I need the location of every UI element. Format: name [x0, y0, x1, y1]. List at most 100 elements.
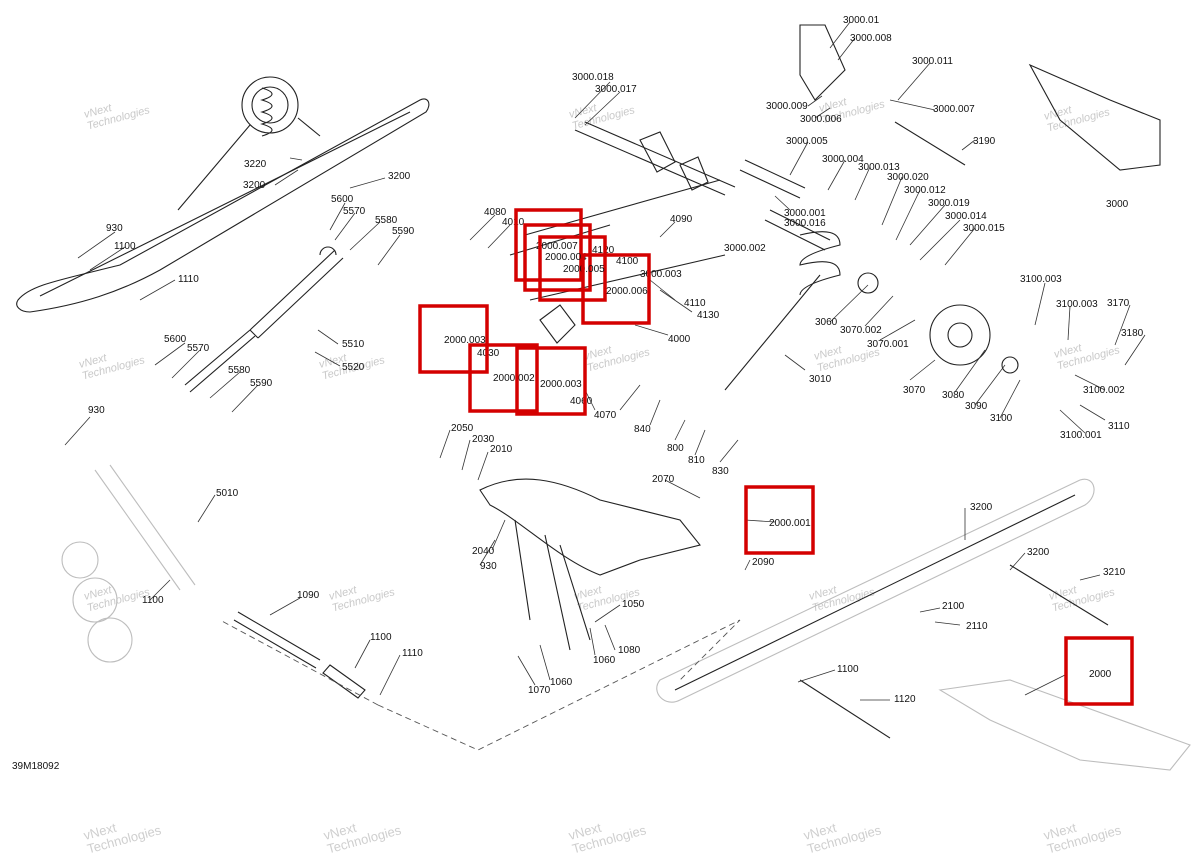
label-1050: 1050	[622, 599, 645, 610]
highlighted-hotspots: 2000.007 2000.004 2000.005 2000.006 2000…	[418, 208, 1134, 706]
central-arm-legs	[514, 519, 591, 651]
label-3000.002: 3000.002	[724, 243, 766, 254]
tube-1100	[322, 664, 366, 699]
label-840: 840	[634, 424, 651, 435]
tube-3000.002	[764, 209, 831, 251]
label-3070.001: 3070.001	[867, 339, 909, 350]
left-shock-ghost	[94, 464, 196, 591]
upper-left-spring-wheel	[241, 76, 299, 134]
label-1060-right: 1060	[593, 655, 616, 666]
lower-right-arm-ghost	[938, 679, 1191, 771]
central-arm-2000	[479, 478, 701, 576]
label-5600-upper: 5600	[331, 194, 354, 205]
label-3000: 3000	[1106, 199, 1129, 210]
label-3070.002: 3070.002	[840, 325, 882, 336]
label-3000.020: 3000.020	[887, 172, 929, 183]
center-rear-axle	[574, 121, 736, 196]
label-5580-lower: 5580	[228, 365, 251, 376]
label-5580-upper: 5580	[375, 215, 398, 226]
label-5600-lower: 5600	[164, 334, 187, 345]
assembly-outline	[219, 619, 741, 751]
label-3000.006: 3000.006	[800, 114, 842, 125]
assembly-3000	[1028, 63, 1161, 171]
bolt-3210	[1009, 564, 1109, 626]
label-3000.005: 3000.005	[786, 136, 828, 147]
label-5570-lower: 5570	[187, 343, 210, 354]
label-5570-upper: 5570	[343, 206, 366, 217]
axle-3190	[894, 121, 966, 166]
label-3090: 3090	[965, 401, 988, 412]
label-4010: 4010	[502, 217, 525, 228]
label-3000.017: 3000.017	[595, 84, 637, 95]
label-3000.001: 3000.001	[784, 208, 826, 219]
hotspot-label-2000.001: 2000.001	[769, 518, 811, 529]
label-4080: 4080	[484, 207, 507, 218]
label-3100.002: 3100.002	[1083, 385, 1125, 396]
label-5520: 5520	[342, 362, 365, 373]
drawing-number: 39M18092	[12, 761, 60, 772]
label-930-center: 930	[480, 561, 497, 572]
label-810: 810	[688, 455, 705, 466]
label-3190: 3190	[973, 136, 996, 147]
hotspot-label-2000: 2000	[1089, 669, 1112, 680]
upper-left-shock-rod	[184, 329, 256, 393]
label-3200-lower-top: 3200	[970, 502, 993, 513]
label-3000.004: 3000.004	[822, 154, 864, 165]
label-3000.018: 3000.018	[572, 72, 614, 83]
label-3080: 3080	[942, 390, 965, 401]
hotspot-label-2000.002: 2000.002	[493, 373, 535, 384]
label-1070: 1070	[528, 685, 551, 696]
label-4060: 4060	[570, 396, 593, 407]
label-3000.009: 3000.009	[766, 101, 808, 112]
label-3000.019: 3000.019	[928, 198, 970, 209]
label-2110: 2110	[966, 621, 988, 632]
hotspot-2000.003-right[interactable]: 2000.003	[515, 346, 587, 416]
lower-right-rail	[656, 478, 1095, 703]
label-3100.003-bottom: 3100.003	[1056, 299, 1098, 310]
label-2090: 2090	[752, 557, 775, 568]
hotspot-2000.002[interactable]: 2000.002	[468, 343, 539, 413]
label-4090: 4090	[670, 214, 693, 225]
label-4100: 4100	[616, 256, 639, 267]
label-2010: 2010	[490, 444, 513, 455]
label-3000.012: 3000.012	[904, 185, 946, 196]
label-3100.003-top: 3100.003	[1020, 274, 1062, 285]
label-4000: 4000	[668, 334, 691, 345]
hotspot-2000.007[interactable]: 2000.007	[514, 208, 583, 282]
hotspot-2000.003-left[interactable]: 2000.003	[418, 304, 489, 374]
hotspot-2000[interactable]: 2000	[1064, 636, 1134, 706]
label-4110: 4110	[684, 298, 706, 309]
hotspot-2000.006[interactable]: 2000.006	[581, 253, 651, 325]
hotspot-2000.001[interactable]: 2000.001	[744, 485, 815, 555]
label-2070: 2070	[652, 474, 675, 485]
label-3000.015: 3000.015	[963, 223, 1005, 234]
label-830: 830	[712, 466, 729, 477]
hotspot-label-2000.006: 2000.006	[606, 286, 648, 297]
rear-spring-rod	[724, 274, 821, 391]
label-4130: 4130	[697, 310, 720, 321]
label-3000.007: 3000.007	[933, 104, 975, 115]
label-3000.014: 3000.014	[945, 211, 987, 222]
washer-3090	[1001, 356, 1019, 374]
label-3110: 3110	[1108, 421, 1130, 432]
label-2030: 2030	[472, 434, 495, 445]
label-3000.003: 3000.003	[640, 269, 682, 280]
center-bracket	[639, 131, 709, 191]
label-3010: 3010	[809, 374, 832, 385]
label-1090: 1090	[297, 590, 320, 601]
hotspot-2000.004[interactable]: 2000.004	[523, 223, 592, 292]
label-1080: 1080	[618, 645, 641, 656]
label-3000.008: 3000.008	[850, 33, 892, 44]
label-2100: 2100	[942, 601, 965, 612]
upper-left-spring	[260, 87, 273, 137]
label-1100-shaft: 1100	[370, 632, 392, 643]
rear-spring-coil	[799, 231, 841, 296]
hotspot-label-2000.003-right: 2000.003	[540, 379, 582, 390]
label-2050: 2050	[451, 423, 474, 434]
leader-lines	[64, 21, 1146, 701]
bracket-3000.01	[799, 24, 846, 101]
label-3060: 3060	[815, 317, 838, 328]
label-1110-lower: 1110	[402, 648, 423, 659]
hotspot-label-2000.007: 2000.007	[536, 241, 578, 252]
